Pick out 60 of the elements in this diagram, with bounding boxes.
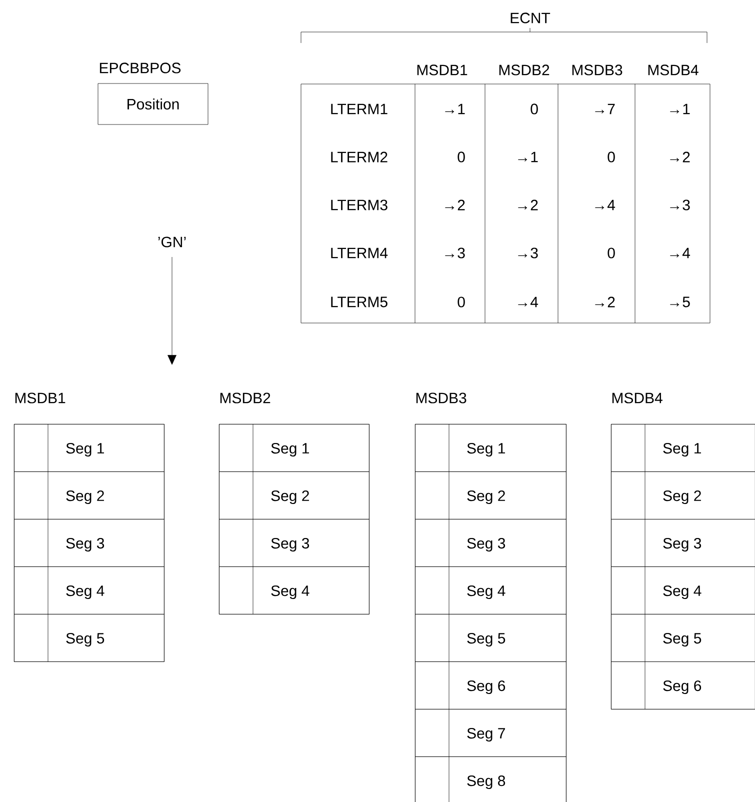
table-cell: 0 <box>608 248 615 258</box>
row-label: LTERM4 <box>331 248 388 258</box>
table-cell: →2 <box>445 200 465 210</box>
segment-row: Seg 4 <box>219 566 370 614</box>
table-heading: MSDB3 <box>416 392 466 404</box>
table-heading: MSDB2 <box>220 392 270 404</box>
column-header: MSDB2 <box>499 64 550 76</box>
segment-row: Seg 2 <box>611 471 755 520</box>
segment-row: Seg 3 <box>14 518 164 567</box>
table-cell: 0 <box>458 152 465 162</box>
row-label: LTERM5 <box>331 296 388 308</box>
table-cell: →1 <box>518 152 538 162</box>
column-header: MSDB3 <box>572 64 622 76</box>
position-box: Position <box>98 83 208 125</box>
table-cell: →7 <box>595 104 615 114</box>
segment-row: Seg 7 <box>415 708 566 757</box>
segment-row: Seg 2 <box>14 471 164 520</box>
segment-row: Seg 4 <box>14 566 164 614</box>
table-cell: →3 <box>670 200 690 210</box>
segment-row: Seg 3 <box>415 518 566 567</box>
row-label: LTERM3 <box>331 200 388 210</box>
table-cell: →3 <box>445 248 465 258</box>
table-cell: →2 <box>595 296 615 308</box>
column-header: MSDB1 <box>417 64 468 76</box>
table-cell: 0 <box>608 152 615 162</box>
segment-row: Seg 5 <box>611 614 755 662</box>
segment-row: Seg 5 <box>415 614 566 662</box>
row-label: LTERM2 <box>331 152 388 162</box>
segment-row: Seg 4 <box>611 566 755 614</box>
segment-row: Seg 4 <box>415 566 566 614</box>
table-cell: →3 <box>518 248 538 258</box>
table-cell: 0 <box>530 104 538 114</box>
table-heading: MSDB1 <box>15 392 66 404</box>
column-header: MSDB4 <box>648 64 698 76</box>
box-heading: EPCBBPOS <box>100 62 181 74</box>
segment-row: Seg 3 <box>611 518 755 567</box>
table-cell: →5 <box>670 296 690 308</box>
table-cell: →2 <box>670 152 690 162</box>
bracket-label: ECNT <box>510 12 550 24</box>
table-cell: →1 <box>445 104 465 114</box>
table-cell: →4 <box>595 200 616 210</box>
segment-row: Seg 3 <box>219 518 370 567</box>
segment-row: Seg 5 <box>14 614 164 662</box>
table-heading: MSDB4 <box>612 392 662 404</box>
segment-row: Seg 6 <box>611 661 755 710</box>
segment-row: Seg 1 <box>14 424 164 472</box>
row-label: LTERM1 <box>331 104 388 114</box>
table-cell: →4 <box>670 248 690 258</box>
segment-row: Seg 8 <box>415 756 566 802</box>
table-cell: →1 <box>670 104 690 114</box>
table-cell: →4 <box>518 296 538 308</box>
segment-row: Seg 1 <box>415 424 566 472</box>
segment-row: Seg 6 <box>415 661 566 710</box>
segment-row: Seg 1 <box>611 424 755 472</box>
table-cell: →2 <box>518 200 538 210</box>
direction-label: ’GN’ <box>158 236 186 248</box>
segment-row: Seg 1 <box>219 424 370 472</box>
segment-row: Seg 2 <box>219 471 370 520</box>
segment-row: Seg 2 <box>415 471 566 520</box>
table-cell: 0 <box>458 296 465 308</box>
